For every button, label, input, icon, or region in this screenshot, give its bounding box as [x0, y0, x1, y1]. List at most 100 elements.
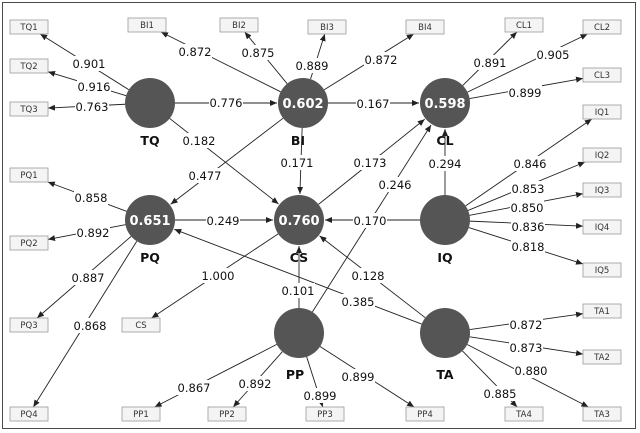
indicator-iq3[interactable]: IQ3: [582, 182, 622, 198]
indicator-label: BI4: [418, 23, 432, 33]
loading-value-cl3: 0.899: [509, 86, 542, 100]
construct-name: CL: [436, 133, 453, 148]
loading-value-bg: [511, 239, 545, 254]
construct-ta[interactable]: TA: [420, 308, 470, 382]
construct-r2-value: 0.760: [278, 214, 319, 229]
indicator-label: CL1: [516, 21, 532, 31]
indicator-bi4[interactable]: BI4: [405, 19, 445, 35]
indicator-cl1[interactable]: CL1: [504, 17, 544, 33]
construct-name: IQ: [437, 250, 452, 265]
construct-name: TQ: [140, 133, 159, 148]
indicator-iq2[interactable]: IQ2: [582, 147, 622, 163]
loading-value-iq2: 0.853: [512, 182, 545, 196]
indicator-label: PQ2: [20, 239, 37, 249]
indicator-cl2[interactable]: CL2: [582, 19, 622, 35]
path-coefficient-ta-pq: 0.385: [342, 295, 375, 309]
indicator-csi[interactable]: CS: [121, 317, 161, 333]
path-coefficient-tq-cs: 0.182: [183, 134, 216, 148]
path-coefficient-iq-cl: 0.294: [429, 157, 462, 171]
indicator-ta2[interactable]: TA2: [582, 349, 622, 365]
indicator-pp3[interactable]: PP3: [305, 406, 345, 422]
loading-value-pp3: 0.899: [304, 389, 337, 403]
loading-value-bg: [514, 363, 548, 378]
loading-value-ta3: 0.880: [515, 364, 548, 378]
path-coefficient-bg: [280, 155, 314, 170]
indicator-pq3[interactable]: PQ3: [9, 317, 49, 333]
indicator-label: TQ3: [19, 105, 37, 115]
loading-value-iq3: 0.850: [511, 201, 544, 215]
indicator-label: TQ1: [19, 23, 37, 33]
construct-r2-value: 0.651: [129, 214, 170, 229]
loading-value-bg: [77, 79, 111, 94]
indicator-tq2[interactable]: TQ2: [9, 58, 49, 74]
loading-value-bg: [72, 56, 106, 71]
indicator-label: BI1: [140, 21, 154, 31]
path-coefficient-pp-cl: 0.246: [379, 178, 412, 192]
indicator-pq2[interactable]: PQ2: [9, 235, 49, 251]
indicator-pq4[interactable]: PQ4: [9, 406, 49, 422]
loading-pp1: [154, 344, 277, 408]
path-coefficient-bg: [209, 95, 243, 110]
loading-value-bg: [177, 380, 211, 395]
path-coefficient-bg: [353, 213, 387, 228]
loading-value-tq3: 0.763: [76, 100, 109, 114]
indicator-label: CL3: [594, 71, 610, 81]
path-coefficient-ta-cs: 0.128: [352, 269, 385, 283]
indicator-label: TA1: [593, 307, 610, 317]
indicator-bi2[interactable]: BI2: [219, 17, 259, 33]
path-coefficient-bi-pq: 0.477: [189, 169, 222, 183]
path-coefficient-bg: [356, 96, 390, 111]
indicator-tq1[interactable]: TQ1: [9, 19, 49, 35]
loading-bi1: [160, 31, 281, 93]
indicator-bi3[interactable]: BI3: [307, 19, 347, 35]
construct-circle: [125, 78, 175, 128]
loading-value-bg: [74, 190, 108, 205]
indicator-ta3[interactable]: TA3: [582, 406, 622, 422]
loading-value-iq5: 0.818: [512, 240, 545, 254]
loading-value-bg: [75, 99, 109, 114]
construct-tq[interactable]: TQ: [125, 78, 175, 148]
loading-value-bg: [71, 270, 105, 285]
indicator-ta4[interactable]: TA4: [504, 406, 544, 422]
loading-cl2: [467, 33, 588, 93]
loading-value-bg: [178, 44, 212, 59]
loading-value-tq1: 0.901: [73, 57, 106, 71]
indicator-label: IQ2: [595, 151, 610, 161]
indicator-pp1[interactable]: PP1: [121, 406, 161, 422]
indicator-cl3[interactable]: CL3: [582, 67, 622, 83]
loading-value-cl1: 0.891: [474, 56, 507, 70]
path-coefficient-bg: [188, 168, 222, 183]
indicator-iq1[interactable]: IQ1: [582, 104, 622, 120]
construct-circle: [420, 308, 470, 358]
construct-name: PP: [286, 367, 304, 382]
indicator-pp2[interactable]: PP2: [207, 406, 247, 422]
indicator-iq4[interactable]: IQ4: [582, 219, 622, 235]
loading-value-bg: [511, 181, 545, 196]
construct-pp[interactable]: PP: [274, 308, 324, 382]
loading-value-bi4: 0.872: [365, 53, 398, 67]
indicator-bi1[interactable]: BI1: [127, 17, 167, 33]
indicator-pp4[interactable]: PP4: [405, 406, 445, 422]
indicator-ta1[interactable]: TA1: [582, 303, 622, 319]
loading-value-bg: [510, 200, 544, 215]
indicator-tq3[interactable]: TQ3: [9, 101, 49, 117]
path-coefficient-bg: [206, 213, 240, 228]
construct-name: CS: [290, 250, 308, 265]
indicator-label: IQ4: [595, 223, 610, 233]
indicator-label: CL2: [594, 23, 610, 33]
construct-circle: [274, 195, 324, 245]
construct-iq[interactable]: IQ: [420, 195, 470, 265]
indicator-label: TQ2: [19, 62, 37, 72]
loading-value-bg: [509, 317, 543, 332]
indicator-iq5[interactable]: IQ5: [582, 262, 622, 278]
indicator-label: IQ3: [595, 186, 610, 196]
indicator-pq1[interactable]: PQ1: [9, 167, 49, 183]
loading-value-pp1: 0.867: [178, 381, 211, 395]
indicator-label: PP3: [317, 410, 333, 420]
